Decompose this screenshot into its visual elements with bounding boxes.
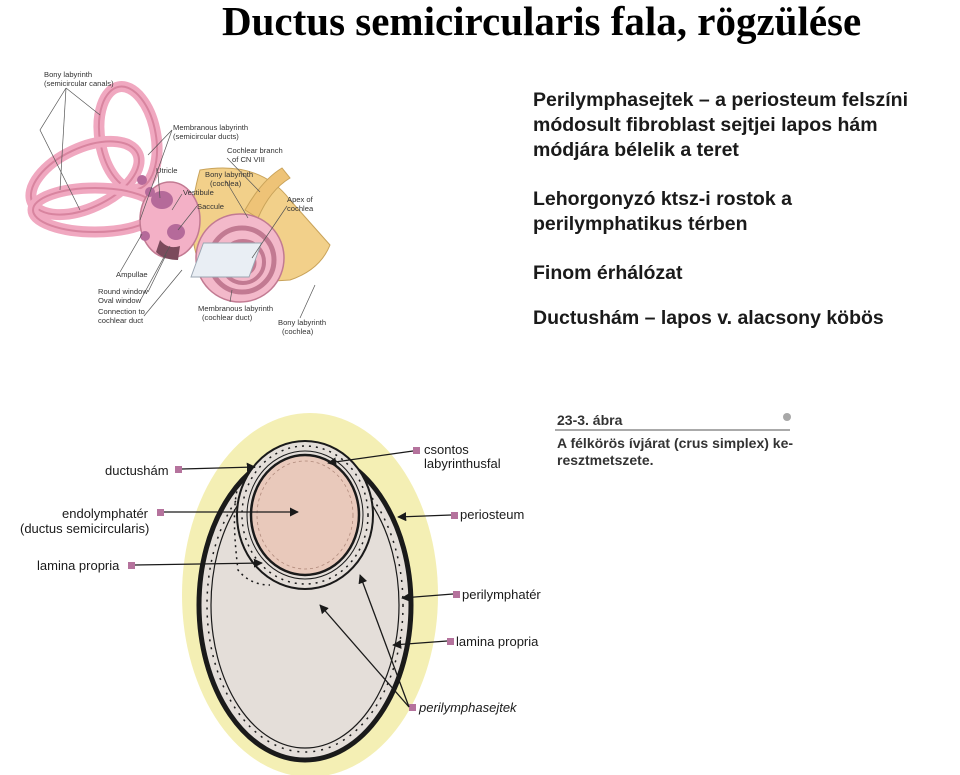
label-endolymphater: endolymphatér: [62, 506, 149, 521]
label-apex-2: cochlea: [287, 204, 314, 213]
ampulla-3: [140, 231, 150, 241]
lamina-propria-ring: [246, 450, 364, 580]
label-periosteum: periosteum: [460, 507, 524, 522]
label-perilymphater: perilymphatér: [462, 587, 541, 602]
bullet-finom-erhalozat: Finom érhálózat: [533, 262, 683, 284]
label-cochlear-branch-2: of CN VIII: [232, 155, 265, 164]
label-apex-1: Apex of: [287, 195, 314, 204]
membranous-duct-dots: [241, 445, 369, 585]
ampulla-1: [137, 175, 147, 185]
label-markers: [128, 447, 460, 711]
cochlea-cut-panel: [190, 242, 263, 278]
utricle: [151, 191, 173, 209]
label-perilymphasejtek: perilymphasejtek: [418, 700, 518, 715]
label-bony-bottom-2: (cochlea): [282, 327, 314, 336]
bullet-ductusham: Ductushám – lapos v. alacsony köbös: [533, 307, 884, 329]
label-membranous-2: (semicircular ducts): [173, 132, 239, 141]
label-round-window: Round window: [98, 287, 148, 296]
label-utricle: Utricle: [156, 166, 178, 175]
label-membranous-1: Membranous labyrinth: [173, 123, 248, 132]
label-vestibule: Vestibule: [183, 188, 214, 197]
cross-section-diagram: ductushám endolymphatér (ductus semicirc…: [20, 412, 793, 775]
figure-caption-line2: resztmetszete.: [557, 452, 654, 468]
bullet-lehorgonyzo-rostok: Lehorgonyzó ktsz-i rostok a perilymphati…: [533, 188, 792, 235]
label-bony-cochlea-1: Bony labyrinth: [205, 170, 253, 179]
label-membranous-cochlea-2: (cochlear duct): [202, 313, 253, 322]
slide-title: Ductus semicircularis fala, rögzülése: [222, 0, 862, 44]
label-lamina-propria-left: lamina propria: [37, 558, 120, 573]
label-bony-cochlea-2: (cochlea): [210, 179, 242, 188]
label-oval-window: Oval window: [98, 296, 142, 305]
figure-caption-line1: A félkörös ívjárat (crus simplex) ke-: [557, 435, 793, 451]
inner-ear-diagram: Bony labyrinth (semicircular canals) Mem…: [25, 70, 331, 336]
label-lamina-propria-right: lamina propria: [456, 634, 539, 649]
label-bony-labyrinth-2: (semicircular canals): [44, 79, 114, 88]
perilymph-cell-layer: [206, 457, 404, 753]
anchoring-fibers: [233, 479, 271, 586]
cochlear-nerve-branch: [244, 167, 291, 219]
bullet-list: Perilymphasejtek – a periosteum felszíni…: [533, 88, 958, 355]
label-connection-1: Connection to: [98, 307, 145, 316]
caption-dot: [783, 413, 791, 421]
label-bony-bottom-1: Bony labyrinth: [278, 318, 326, 327]
saccule: [167, 224, 185, 240]
label-bony-labyrinth-1: Bony labyrinth: [44, 70, 92, 79]
label-membranous-cochlea-1: Membranous labyrinth: [198, 304, 273, 313]
label-labyrinthusfal: labyrinthusfal: [424, 456, 501, 471]
pointer-arrows: [134, 450, 454, 708]
label-saccule: Saccule: [197, 202, 224, 211]
label-csontos: csontos: [424, 442, 469, 457]
endolymph-space: [256, 460, 354, 570]
label-ampullae: Ampullae: [116, 270, 148, 279]
figure-caption-number: 23-3. ábra: [557, 412, 623, 428]
bullet-perilymphasejtek: Perilymphasejtek – a periosteum felszíni…: [533, 89, 908, 161]
label-cochlear-branch-1: Cochlear branch: [227, 146, 283, 155]
label-ductusham: ductushám: [105, 463, 169, 478]
label-ductus-semicircularis: (ductus semicircularis): [20, 521, 149, 536]
label-connection-2: cochlear duct: [98, 316, 144, 325]
ear-leader-lines: [39, 87, 316, 319]
